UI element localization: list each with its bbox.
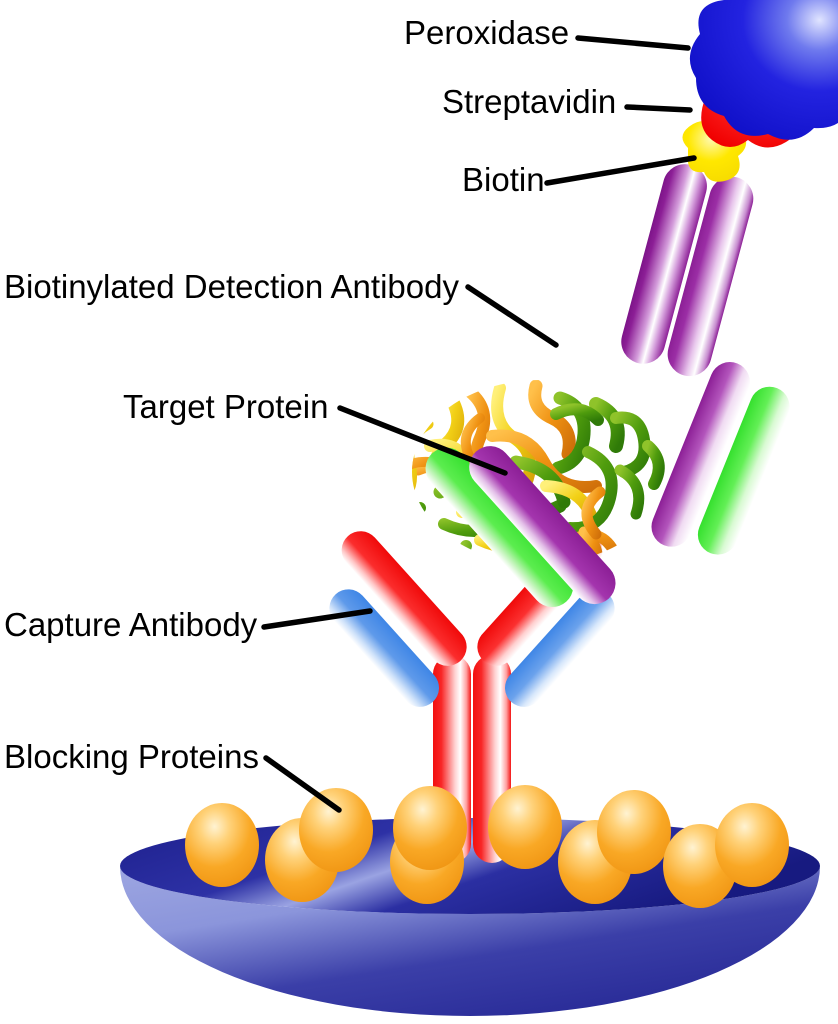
detection-antibody-arm-right-purple [651, 362, 750, 547]
leader-line-capture-antibody [261, 608, 373, 630]
blocking-protein-sphere [299, 788, 373, 872]
callout-labels: Peroxidase Streptavidin Biotin Biotinyla… [4, 14, 616, 775]
label-target-protein: Target Protein [123, 388, 328, 425]
detection-antibody-stem-left [621, 164, 707, 364]
capture-antibody-arm-right-light [505, 589, 615, 707]
label-peroxidase: Peroxidase [404, 14, 569, 51]
blocking-protein-sphere [185, 803, 259, 887]
capture-antibody-arm-left-light [329, 589, 439, 707]
label-biotinylated-detection-antibody: Biotinylated Detection Antibody [4, 268, 459, 305]
label-blocking-proteins: Blocking Proteins [4, 738, 259, 775]
label-streptavidin: Streptavidin [442, 83, 616, 120]
leader-line-streptavidin [624, 104, 693, 113]
blocking-protein-sphere [393, 786, 467, 870]
detection-antibody-arm-left-green [425, 447, 574, 608]
blocking-protein-sphere [597, 790, 671, 874]
peroxidase-blob [690, 0, 838, 140]
leader-line-biotinylated-detection-antibody [465, 284, 559, 348]
blocking-proteins [185, 785, 789, 908]
leader-line-peroxidase [575, 35, 691, 51]
leader-line-blocking-proteins [263, 755, 342, 813]
capture-antibody-arm-left-heavy [341, 531, 467, 666]
detection-antibody-arm-left-purple [469, 446, 616, 605]
blocking-protein-sphere [715, 803, 789, 887]
leader-line-target-protein [337, 405, 508, 476]
label-capture-antibody: Capture Antibody [4, 606, 258, 643]
detection-antibody [425, 164, 790, 608]
label-biotin: Biotin [462, 161, 545, 198]
well-bowl-body [120, 866, 820, 1016]
detection-antibody-stem-right [667, 176, 754, 377]
blocking-protein-sphere [488, 785, 562, 869]
detection-antibody-arm-right-green [697, 386, 790, 555]
leader-line-biotin [544, 155, 697, 186]
leader-lines [261, 35, 697, 813]
